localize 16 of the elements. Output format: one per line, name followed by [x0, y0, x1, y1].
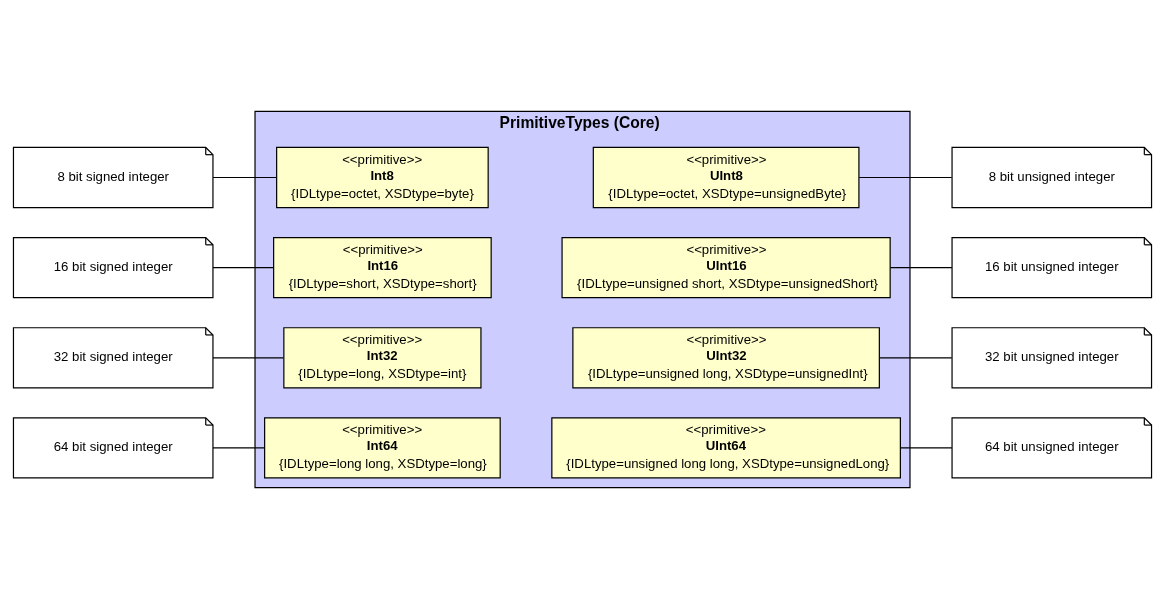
node-box: <<primitive>> UInt32 {IDLtype=unsigned long, XSDtype=unsignedInt}	[572, 327, 880, 389]
node-box: <<primitive>> UInt16 {IDLtype=unsigned short, XSDtype=unsignedShort}	[561, 237, 891, 299]
connector	[212, 176, 277, 179]
node-box: <<primitive>> Int16 {IDLtype=short, XSDtype=short}	[273, 237, 492, 299]
node-box: <<primitive>> UInt8 {IDLtype=octet, XSDtype=unsignedByte}	[592, 146, 860, 209]
connector	[212, 357, 285, 359]
node-box: <<primitive>> Int64 {IDLtype=long long, XSDtype=long}	[264, 417, 501, 479]
connector	[858, 176, 953, 179]
connector	[212, 447, 266, 449]
connector	[878, 357, 953, 359]
connector	[900, 447, 953, 449]
connector	[212, 267, 275, 269]
node-box: <<primitive>> Int32 {IDLtype=long, XSDtype=int}	[283, 327, 482, 389]
connector	[889, 267, 953, 269]
node-box: <<primitive>> Int8 {IDLtype=octet, XSDtype=byte}	[276, 146, 489, 209]
node-box: <<primitive>> UInt64 {IDLtype=unsigned long long, XSDtype=unsignedLong}	[551, 417, 901, 479]
